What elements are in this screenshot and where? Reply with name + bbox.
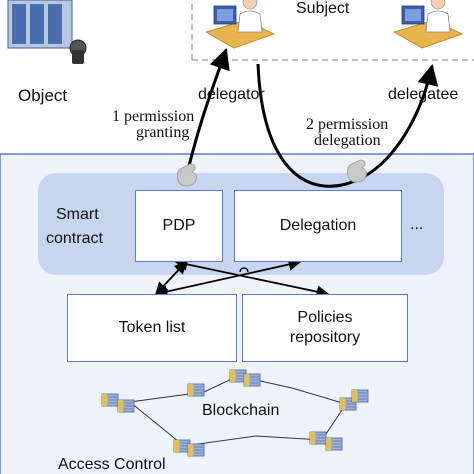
more-modules-ellipsis: ...: [410, 216, 424, 233]
delegation-box: Delegation: [234, 190, 402, 262]
token-list-label: Token list: [118, 319, 186, 336]
policies-repository-box: Policies repository: [242, 294, 408, 362]
policies-repository-label-line2: repository: [289, 329, 361, 346]
delegation-label: Delegation: [279, 217, 357, 234]
subject-label: Subject: [296, 0, 350, 17]
delegatee-label: delegatee: [388, 86, 459, 103]
blockchain-label: Blockchain: [202, 402, 280, 419]
blockchain-ring: [128, 375, 347, 447]
permission-granting-label-line1: 1 permission: [112, 108, 195, 125]
policies-repository-label-line1: Policies: [297, 309, 353, 326]
delegation-tokenlist-arrow: [154, 258, 302, 298]
delegator-label: delegator: [198, 86, 265, 103]
token-list-box: Token list: [67, 294, 237, 362]
access-control-label: Access Control: [58, 456, 166, 473]
permission-granting-arrow: [184, 48, 230, 179]
server-rack-icon: [7, 0, 87, 64]
smart-contract-label-line2: contract: [46, 230, 103, 247]
permission-delegation-label-line2: delegation: [314, 132, 381, 149]
permission-delegation-label-line1: 2 permission: [306, 116, 389, 133]
user-at-computer-icon: [205, 0, 275, 49]
subject-boundary: [191, 0, 474, 61]
permission-delegation-arrow: [256, 63, 439, 188]
permission-granting-label-line2: granting: [136, 124, 190, 141]
pdp-box: PDP: [135, 190, 223, 262]
smart-contract-label-line1: Smart: [56, 206, 99, 223]
object-label: Object: [18, 86, 68, 105]
user-at-computer-icon: [393, 0, 463, 49]
pdp-label: PDP: [162, 217, 196, 234]
